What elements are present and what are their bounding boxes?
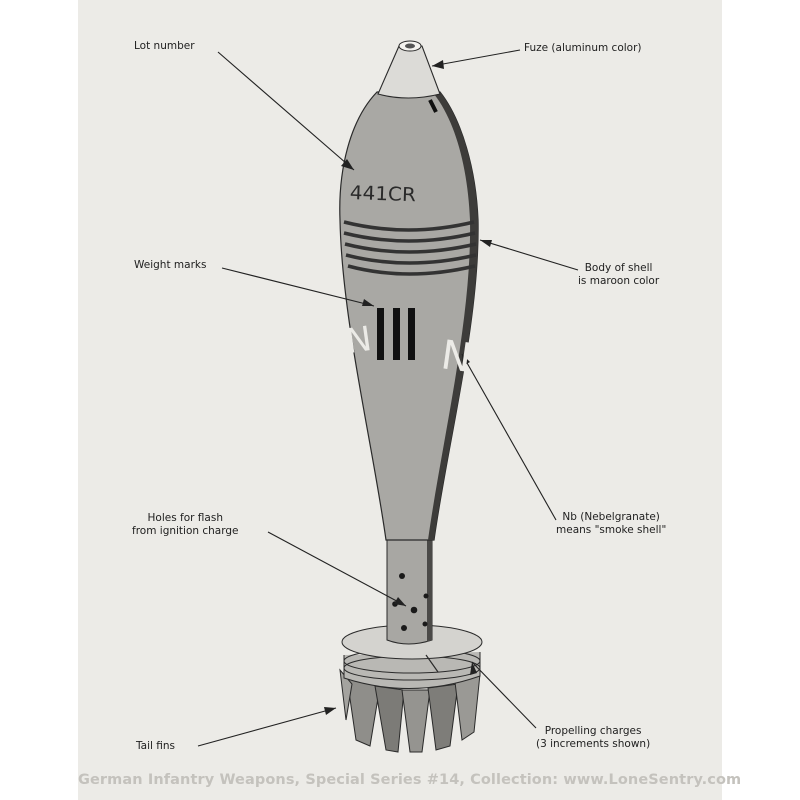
stencil-letter-left: N (343, 319, 374, 362)
label-nb-line-2: means "smoke shell" (556, 524, 667, 536)
label-fuze: Fuze (aluminum color) (524, 42, 642, 54)
label-tail-fins: Tail fins (136, 740, 176, 752)
fuze (377, 40, 441, 99)
label-holes-line-2: from ignition charge (132, 525, 239, 537)
bourrelet-edge (428, 99, 438, 113)
label-propelling-line-1: Propelling charges (544, 725, 642, 737)
label-propelling-line-2: (3 increments shown) (536, 738, 651, 750)
weight-marks (377, 308, 415, 360)
label-lot-number: Lot number (134, 40, 195, 52)
label-weight-marks: Weight marks (134, 259, 207, 271)
label-body-line-1: Body of shell (584, 262, 653, 274)
label-body-of-shell: Body of shell is maroon color (578, 262, 659, 288)
label-body-line-2: is maroon color (578, 275, 660, 287)
flash-holes (392, 573, 429, 631)
lot-code-marking: 441CR (349, 182, 416, 206)
label-nebelgranate: Nb (Nebelgranate) means "smoke shell" (556, 511, 666, 537)
leader-arrowheads (324, 60, 492, 715)
label-holes-line-1: Holes for flash (147, 512, 223, 524)
tail-fins (339, 668, 481, 753)
label-propelling-charges: Propelling charges (3 increments shown) (536, 725, 650, 751)
leader-lines (197, 49, 579, 747)
label-flash-holes: Holes for flash from ignition charge (132, 512, 239, 538)
shell-body (339, 91, 479, 541)
label-nb-line-1: Nb (Nebelgranate) (562, 511, 660, 523)
stencil-letter-right: N (438, 332, 474, 382)
body-bands (343, 220, 477, 276)
tail-tube (386, 539, 433, 645)
source-watermark-caption: German Infantry Weapons, Special Series … (78, 772, 742, 788)
